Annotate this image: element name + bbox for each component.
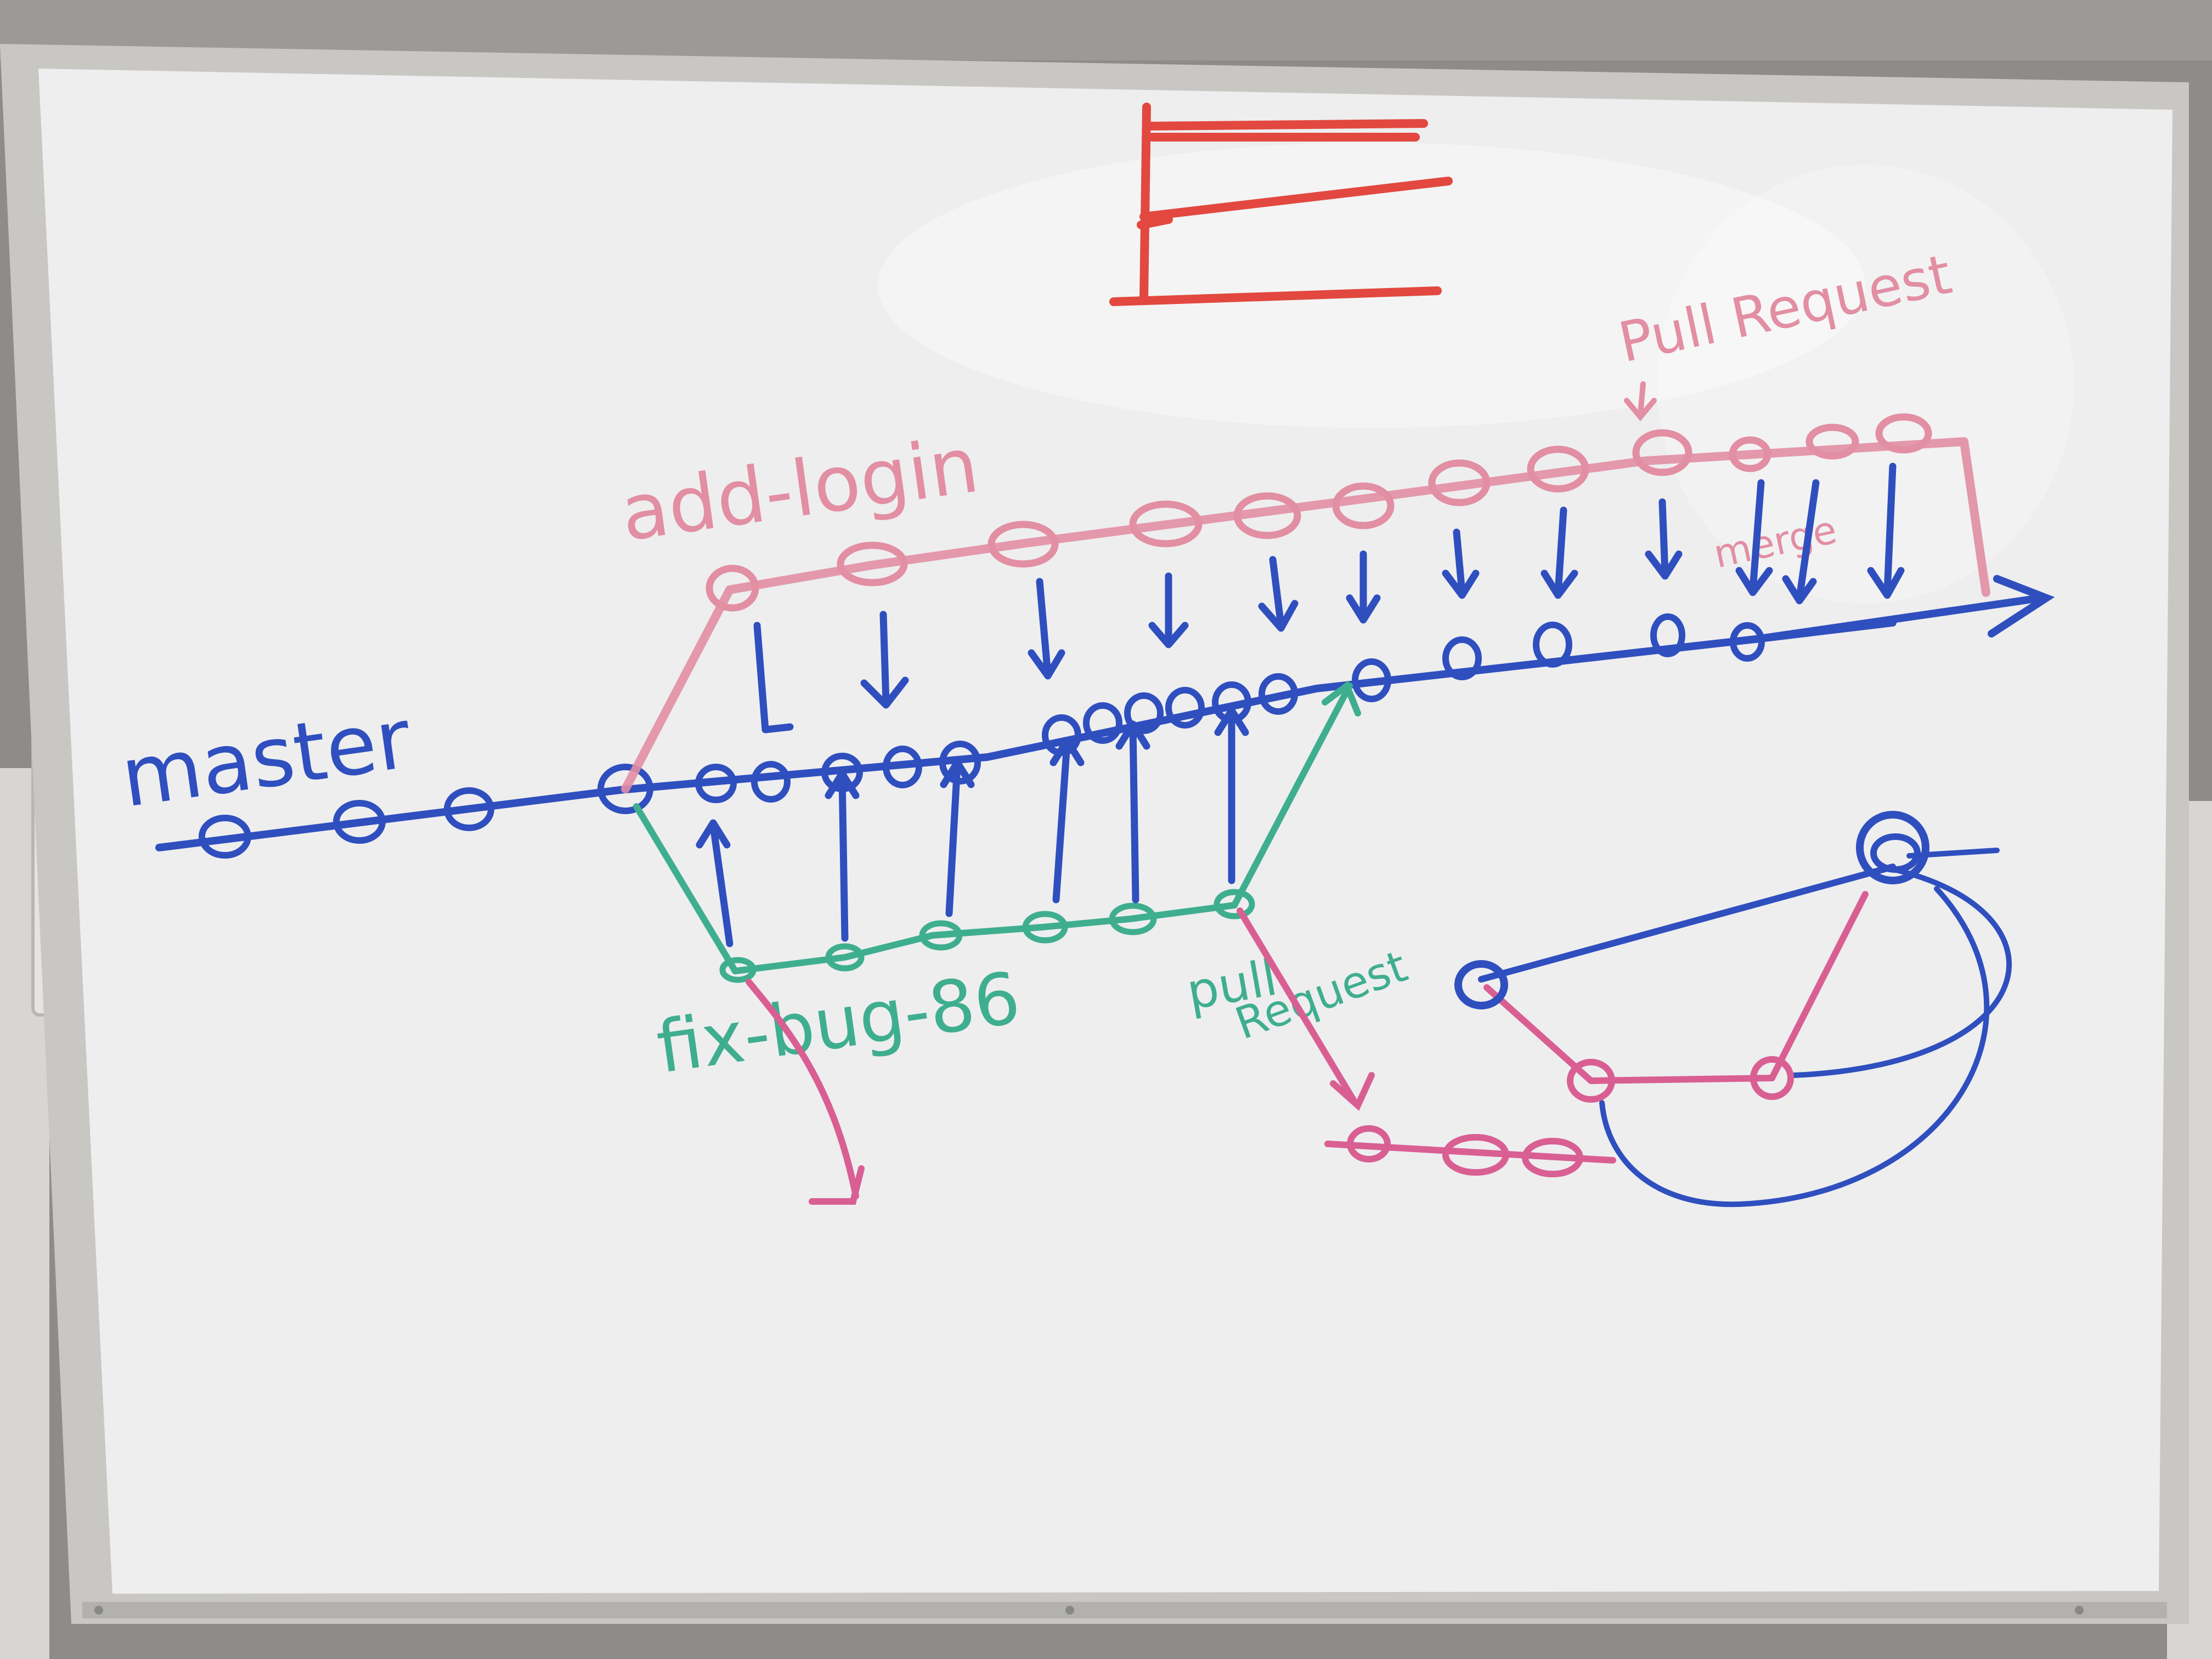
add-login-commits (706, 413, 1932, 612)
wall-top (0, 0, 2212, 60)
bracket-screw (94, 1606, 103, 1615)
bracket-screw-2 (1065, 1606, 1074, 1615)
fix-bug-magenta-arrow (746, 979, 865, 1205)
bracket-screw-3 (2075, 1606, 2084, 1615)
up-arrows (696, 707, 1249, 947)
fix-bug-commits (719, 889, 1255, 983)
bottom-magenta-flow (1237, 907, 1616, 1164)
bottom-magenta-commits (1347, 1125, 1583, 1177)
master-line (155, 575, 2055, 851)
board-tray (82, 1602, 2167, 1618)
triangle-diagram (1454, 811, 2012, 1207)
add-login-line (621, 437, 1990, 793)
red-sketch (1109, 103, 1453, 306)
board-glare (878, 143, 1865, 428)
pull-request-top-arrow (1624, 381, 1657, 421)
down-arrows (753, 462, 1905, 733)
